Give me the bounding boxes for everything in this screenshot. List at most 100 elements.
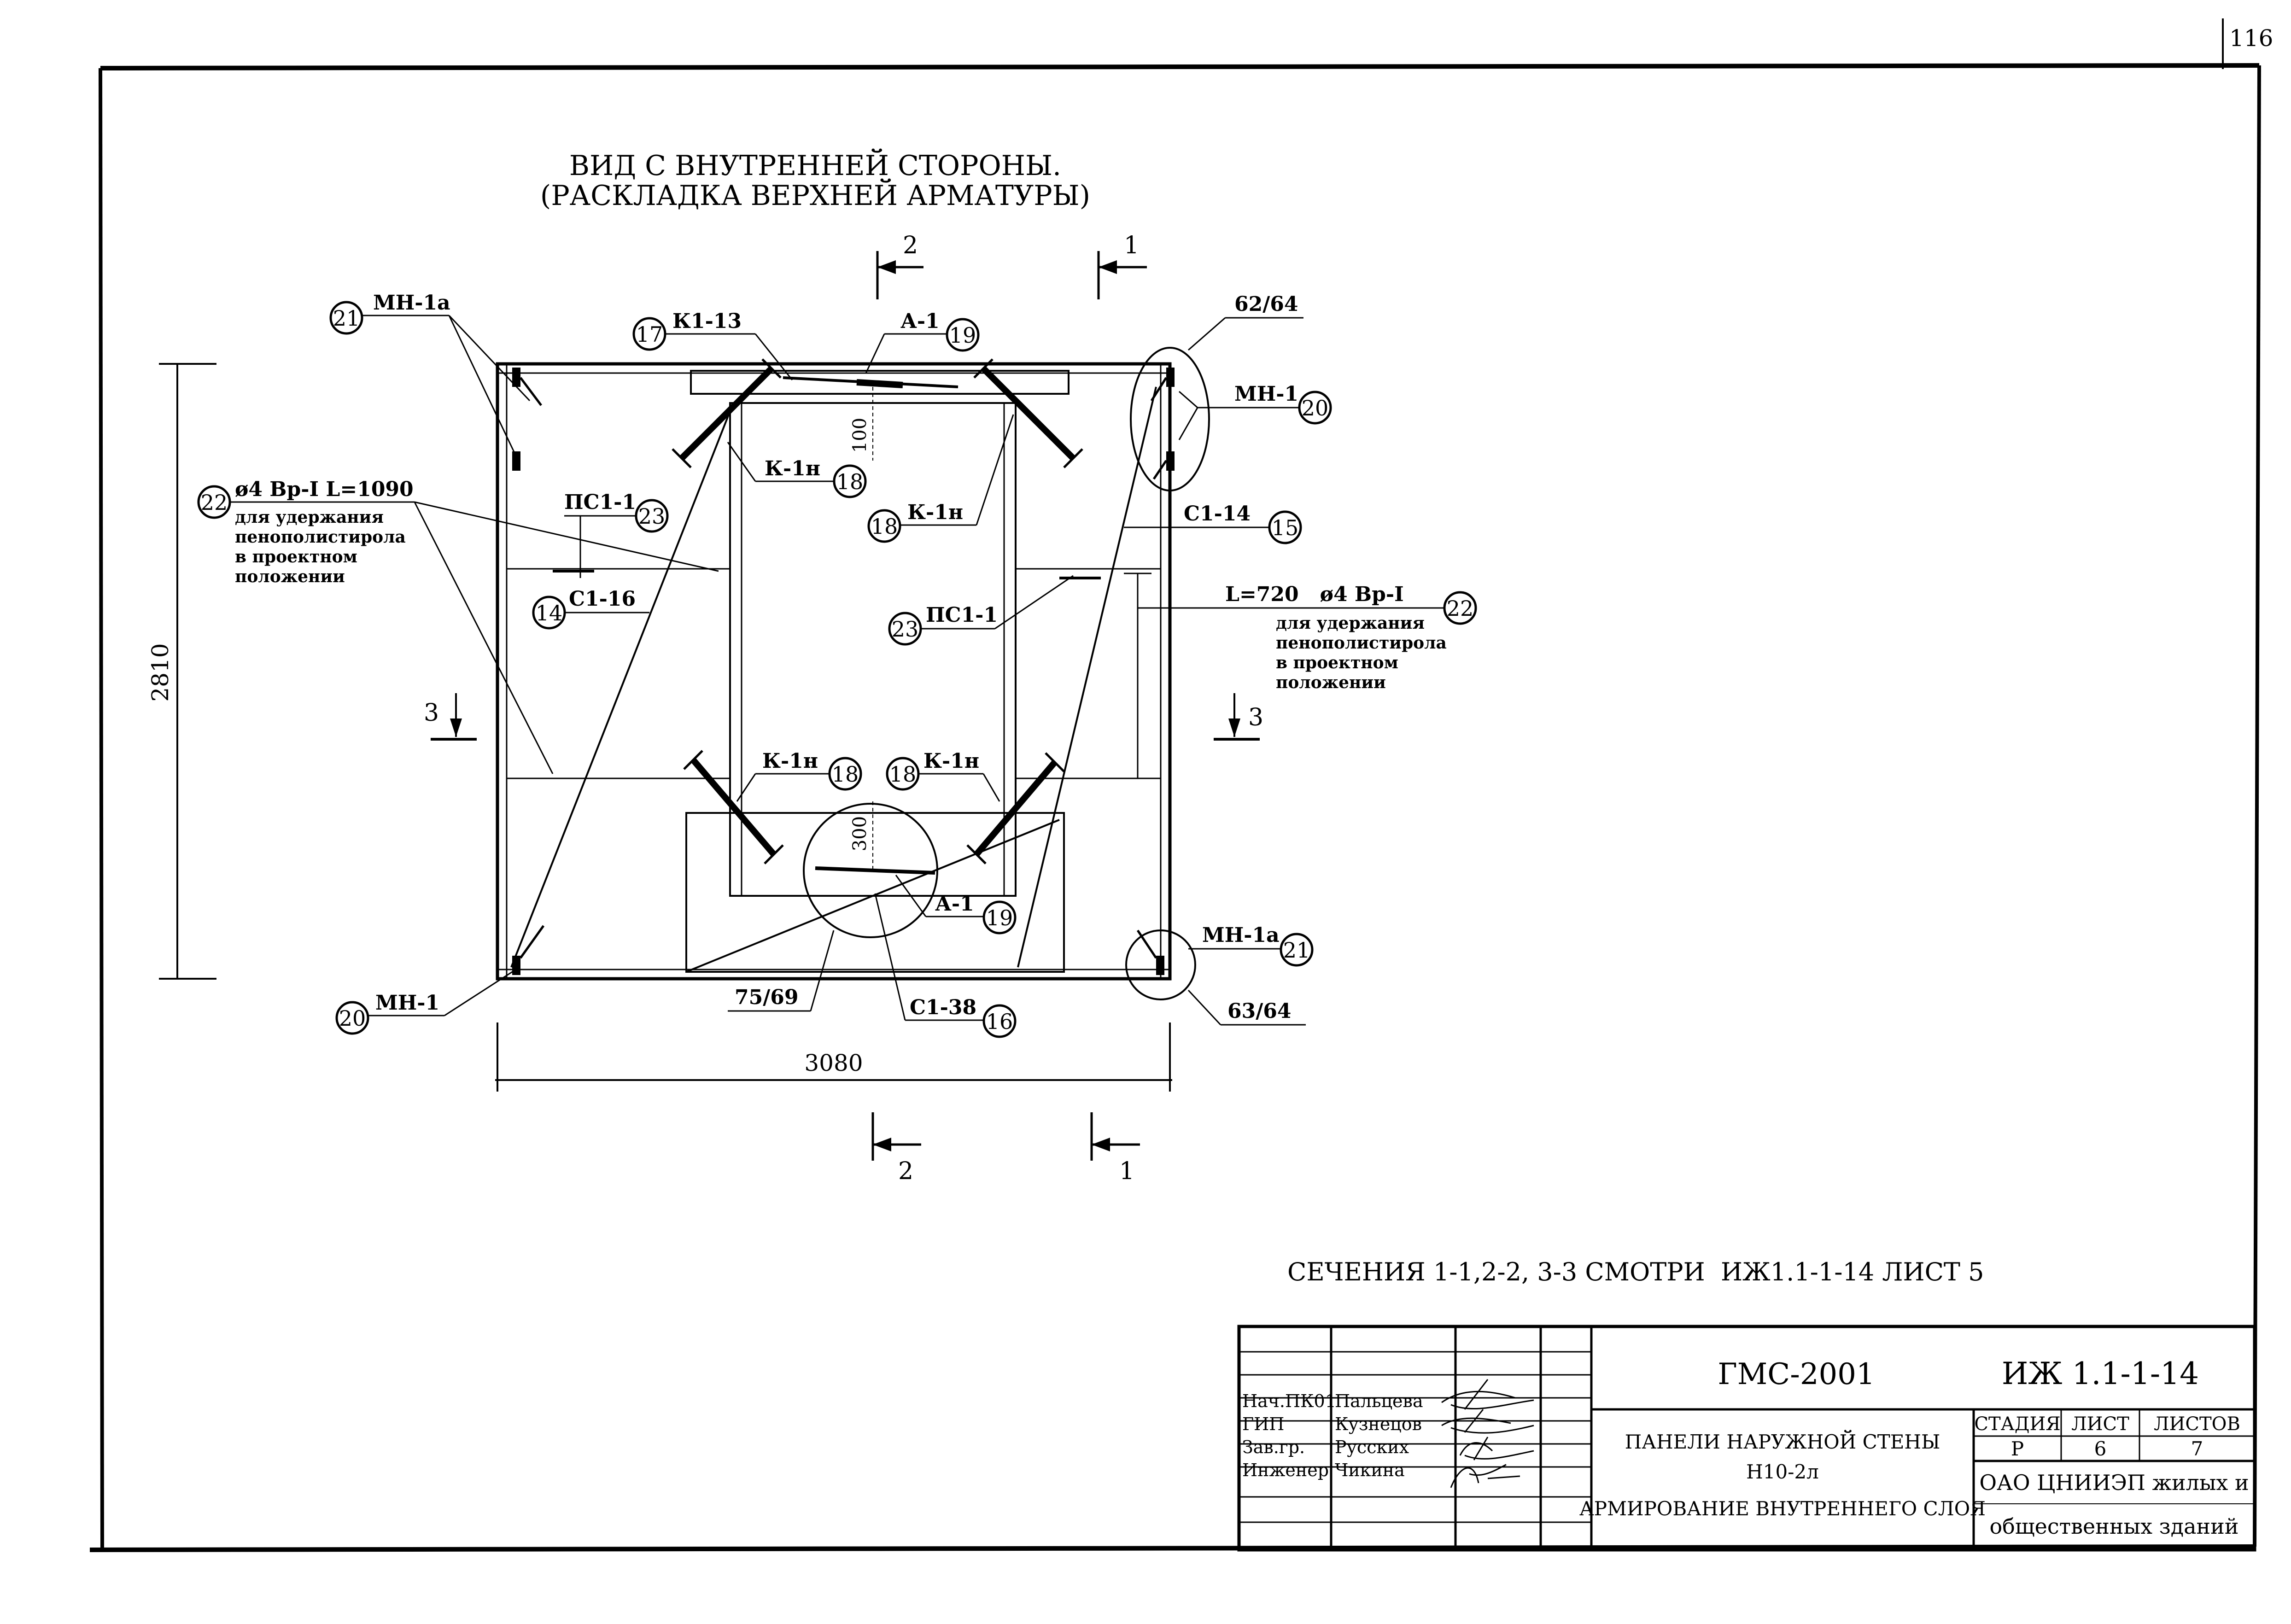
- company-line-2: общественных зданий: [1989, 1514, 2238, 1539]
- stamp-title-1: ПАНЕЛИ НАРУЖНОЙ СТЕНЫ: [1625, 1429, 1940, 1453]
- callout-18-b: 18 К-1н: [867, 414, 1014, 543]
- stamp-title-2: Н10-2л: [1746, 1460, 1819, 1483]
- sheet-header: ЛИСТ: [2071, 1414, 2129, 1435]
- name-3: Русских: [1335, 1437, 1409, 1457]
- k-bars: [672, 358, 1083, 865]
- callout-18-a: 18 К-1н: [727, 442, 867, 498]
- callout-14: 14 С1-16: [532, 587, 649, 630]
- svg-text:22: 22: [1447, 596, 1474, 621]
- company-line-1: ОАО ЦНИИЭП жилых и: [1979, 1470, 2249, 1495]
- callout-22-right: 22 L=720 ø4 Вр-I для удержания пенополис…: [1124, 572, 1477, 779]
- svg-text:18: 18: [871, 514, 898, 539]
- svg-text:14: 14: [536, 601, 563, 625]
- drawing-title-line2: (РАСКЛАДКА ВЕРХНЕЙ АРМАТУРЫ): [540, 178, 1090, 212]
- sheet-frame: [89, 63, 2261, 1552]
- svg-text:в проектном: в проектном: [235, 547, 357, 567]
- stamp-doc-code: ИЖ 1.1-1-14: [2002, 1356, 2199, 1391]
- svg-text:3080: 3080: [804, 1050, 863, 1076]
- svg-text:положении: положении: [1276, 673, 1386, 692]
- svg-text:ПС1-1: ПС1-1: [926, 603, 998, 627]
- sheets-value: 7: [2191, 1437, 2203, 1460]
- callout-18-c: 18 К-1н: [736, 749, 862, 802]
- svg-text:для удержания: для удержания: [1276, 613, 1425, 633]
- detail-ellipse-top-right: [1130, 347, 1210, 491]
- section-marker-2-top: 2: [876, 232, 923, 299]
- svg-text:19: 19: [949, 323, 976, 348]
- svg-text:МН-1: МН-1: [375, 991, 439, 1015]
- signatures: [1441, 1379, 1534, 1488]
- svg-text:21: 21: [333, 306, 360, 331]
- callout-16: 16 С1-38: [874, 893, 1017, 1038]
- dimension-300: 300: [849, 801, 873, 870]
- svg-text:3: 3: [1248, 704, 1263, 731]
- callout-19-top: 19 А-1: [865, 310, 980, 374]
- svg-text:С1-16: С1-16: [569, 587, 636, 611]
- name-2: Кузнецов: [1335, 1414, 1422, 1434]
- svg-text:К-1н: К-1н: [907, 501, 963, 524]
- svg-text:1: 1: [1119, 1157, 1134, 1185]
- svg-text:18: 18: [836, 469, 864, 494]
- stage-value: Р: [2011, 1437, 2024, 1460]
- svg-text:2810: 2810: [147, 643, 174, 701]
- section-marker-1-bottom: 1: [1090, 1112, 1140, 1185]
- sheet-value: 6: [2094, 1437, 2107, 1460]
- callout-75-69: 75/69: [728, 930, 835, 1012]
- svg-text:22: 22: [201, 490, 228, 515]
- dimension-100: 100: [849, 387, 873, 461]
- svg-text:МН-1а: МН-1а: [1202, 923, 1280, 947]
- mesh-anchors: [512, 368, 1175, 975]
- svg-text:ø4 Вр-I L=1090: ø4 Вр-I L=1090: [235, 478, 414, 501]
- svg-text:в проектном: в проектном: [1276, 653, 1398, 672]
- role-4: Инженер: [1242, 1460, 1329, 1480]
- svg-text:пенополистирола: пенополистирола: [1276, 633, 1447, 653]
- svg-text:3: 3: [424, 699, 439, 727]
- title-block: [1237, 1325, 2256, 1552]
- callout-17: 17 К1-13: [632, 310, 793, 380]
- name-1: Пальцева: [1335, 1391, 1423, 1411]
- dimension-width: 3080: [495, 1022, 1172, 1092]
- svg-text:А-1: А-1: [935, 892, 974, 916]
- svg-text:ПС1-1: ПС1-1: [564, 491, 636, 514]
- svg-text:А-1: А-1: [900, 310, 940, 333]
- stage-header: СТАДИЯ: [1974, 1414, 2060, 1435]
- svg-text:16: 16: [986, 1009, 1013, 1034]
- svg-text:К-1н: К-1н: [765, 457, 820, 480]
- svg-text:17: 17: [636, 322, 663, 347]
- sheets-header: ЛИСТОВ: [2154, 1414, 2240, 1435]
- svg-text:23: 23: [892, 617, 919, 642]
- svg-text:23: 23: [638, 504, 666, 529]
- callout-23-left: 23 ПС1-1: [553, 491, 669, 578]
- callout-20-left: 20 МН-1: [335, 969, 516, 1035]
- section-marker-2-bottom: 2: [871, 1112, 921, 1185]
- svg-text:К-1н: К-1н: [762, 749, 818, 773]
- svg-text:2: 2: [898, 1157, 913, 1185]
- callout-21-top: 21 МН-1а: [329, 291, 531, 461]
- detail-circle-bottom: [803, 803, 938, 938]
- callout-62-64: 62/64: [1188, 292, 1303, 351]
- svg-text:20: 20: [1302, 396, 1329, 421]
- page-number: 116: [2229, 25, 2273, 52]
- callout-15: 15 С1-14: [1124, 502, 1302, 544]
- svg-text:пенополистирола: пенополистирола: [235, 527, 406, 547]
- svg-text:21: 21: [1283, 938, 1310, 963]
- svg-text:15: 15: [1272, 515, 1299, 540]
- svg-text:С1-38: С1-38: [910, 996, 976, 1019]
- callout-18-d: 18 К-1н: [886, 749, 1000, 802]
- callout-23-mid: 23 ПС1-1: [888, 575, 1101, 646]
- sections-reference-note: СЕЧЕНИЯ 1-1,2-2, 3-3 СМОТРИ ИЖ1.1-1-14 Л…: [1287, 1257, 1984, 1286]
- svg-text:МН-1: МН-1: [1234, 382, 1298, 406]
- svg-text:2: 2: [903, 232, 918, 259]
- role-1: Нач.ПК01: [1242, 1391, 1336, 1411]
- svg-text:300: 300: [849, 816, 871, 851]
- svg-text:положении: положении: [235, 567, 345, 586]
- svg-text:МН-1а: МН-1а: [373, 291, 450, 315]
- svg-text:К1-13: К1-13: [672, 310, 742, 333]
- stamp-title-3: АРМИРОВАНИЕ ВНУТРЕННЕГО СЛОЯ: [1579, 1497, 1986, 1520]
- section-marker-3-right: 3: [1214, 693, 1263, 741]
- svg-text:1: 1: [1124, 232, 1139, 259]
- callout-22-left: 22 ø4 Вр-I L=1090 для удержания пенополи…: [197, 478, 719, 774]
- dimension-height: 2810: [147, 363, 216, 980]
- callout-20-right: 20 МН-1: [1178, 382, 1332, 440]
- stamp-org-code: ГМС-2001: [1718, 1357, 1875, 1391]
